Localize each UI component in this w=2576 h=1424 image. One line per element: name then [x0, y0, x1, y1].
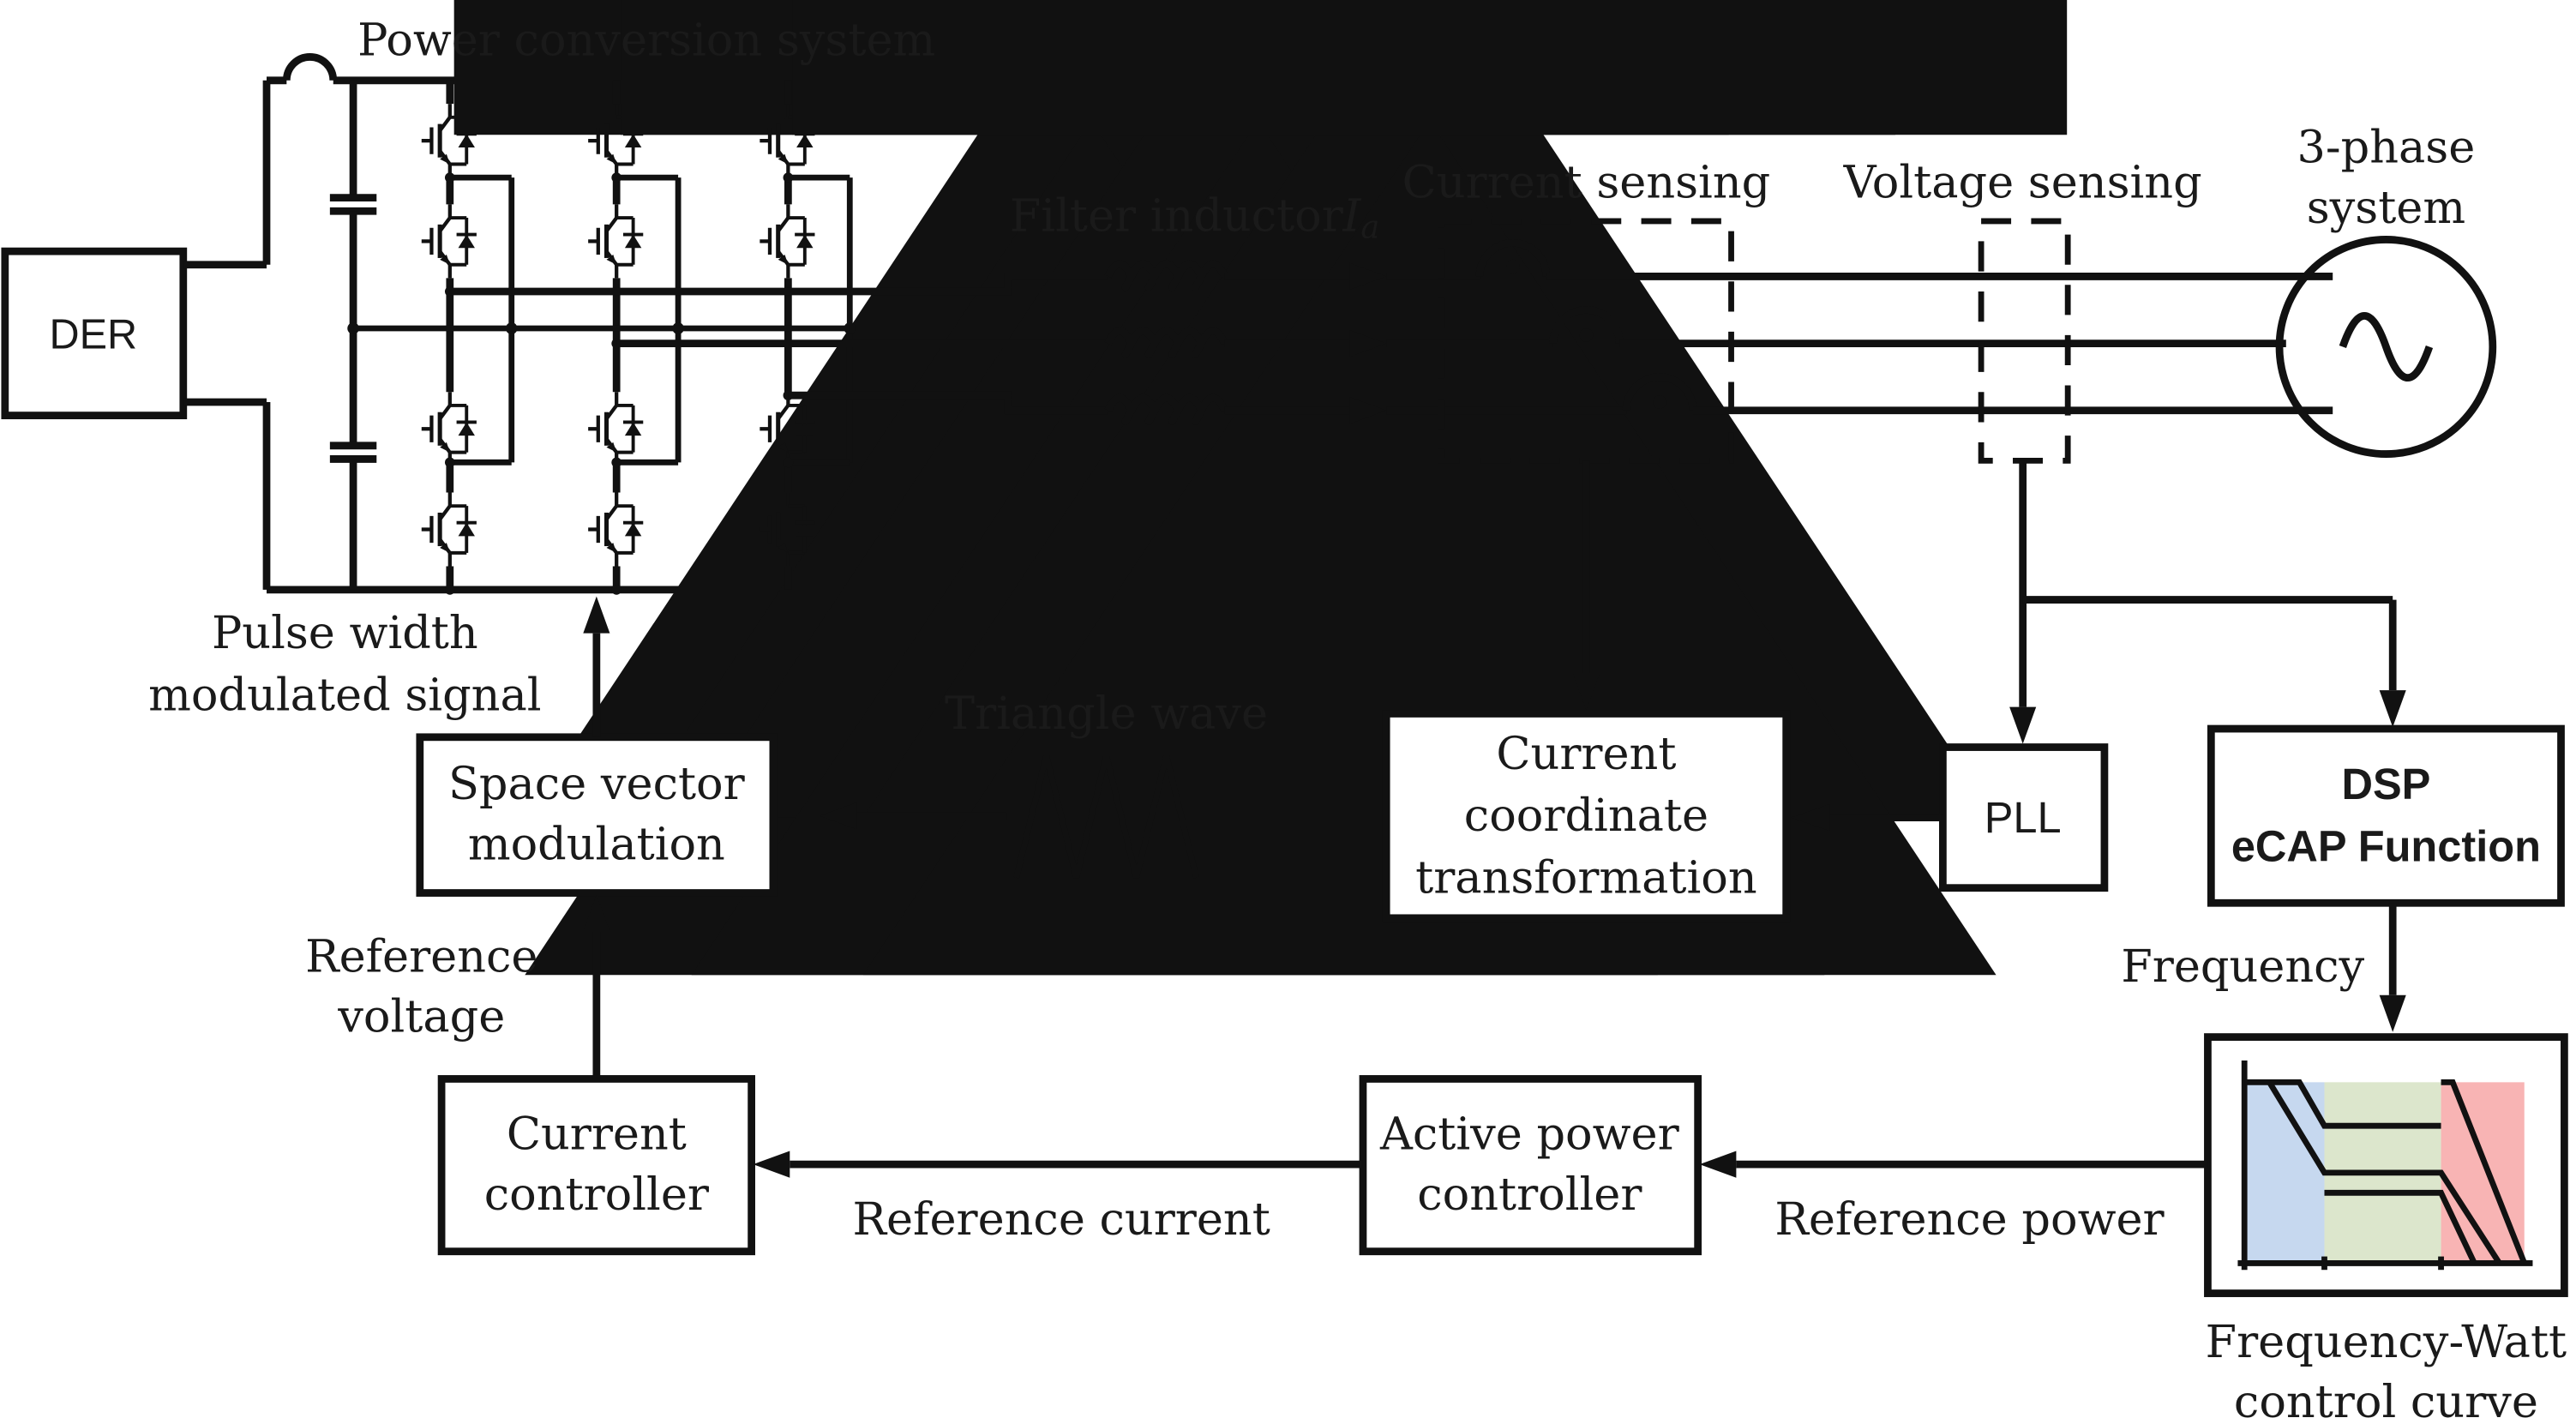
filter-inductor-label: Filter inductor: [1010, 190, 1344, 243]
frequency-watt-label: Frequency-Watt: [2206, 1316, 2567, 1368]
three-phase-label-2: system: [2307, 182, 2465, 234]
ac-source-icon: [2275, 236, 2497, 458]
svg-text:DSP: DSP: [2341, 760, 2430, 808]
inductor-coil-icon: [1104, 260, 1228, 425]
der-label: DER: [50, 311, 138, 358]
filter-inductors: [1104, 260, 1387, 425]
igbt-switch-icon: [588, 392, 643, 466]
svg-text:PLL: PLL: [1985, 793, 2062, 842]
reference-current-label: Reference current: [852, 1193, 1270, 1246]
space-vector-modulation-block: Space vector modulation: [416, 733, 778, 897]
fuse-icon: [282, 53, 338, 81]
svg-text:controller: controller: [484, 1169, 710, 1221]
frequency-watt-label-2: control curve: [2234, 1376, 2538, 1424]
igbt-switch-icon: [760, 204, 814, 278]
current-transformer-icon: [1549, 306, 1624, 344]
svg-text:Active power: Active power: [1379, 1108, 1680, 1160]
reference-voltage-label: Reference: [305, 930, 537, 982]
frequency-watt-curve-block: [2204, 1033, 2568, 1297]
svg-text:Space vector: Space vector: [448, 758, 746, 810]
svg-text:eCAP Function: eCAP Function: [2231, 821, 2541, 870]
svg-text:transformation: transformation: [1415, 851, 1757, 904]
igbt-switch-icon: [422, 493, 477, 567]
igbt-switch-icon: [422, 204, 477, 278]
der-block: DER: [1, 247, 267, 420]
svg-text:coordinate: coordinate: [1464, 790, 1708, 842]
power-conversion-system: [262, 0, 2067, 975]
igbt-switch-icon: [588, 204, 643, 278]
current-symbol: Ia: [1342, 190, 1380, 246]
voltage-sensing-label: Voltage sensing: [1843, 156, 2202, 208]
active-power-controller-block: Active power controller: [1359, 1075, 1702, 1256]
current-controller-block: Current controller: [437, 1075, 755, 1256]
svg-text:controller: controller: [1417, 1169, 1642, 1221]
svg-text:modulation: modulation: [468, 818, 725, 870]
pwm-label: Pulse width: [212, 607, 478, 659]
power-conversion-system-label: Power conversion system: [357, 14, 935, 66]
triangle-wave-label: Triangle wave: [945, 688, 1268, 740]
three-phase-label: 3-phase: [2297, 121, 2476, 173]
reference-power-label: Reference power: [1774, 1193, 2165, 1246]
current-coordinate-transformation-block: Current coordinate transformation: [1382, 710, 1791, 922]
svg-text:Current: Current: [1496, 728, 1676, 780]
current-transformer-icon: [1622, 373, 1697, 411]
igbt-switch-icon: [588, 493, 643, 567]
inverter-leg-c: [760, 0, 2067, 975]
pll-block: PLL: [1939, 743, 2109, 892]
current-sensing-label: Current sensing: [1402, 156, 1771, 208]
current-transformer-icon: [1475, 238, 1551, 277]
three-phase-system: 3-phase system: [2275, 121, 2497, 458]
capacitor-icon: [329, 80, 377, 590]
svg-text:Current: Current: [507, 1108, 687, 1160]
reference-voltage-label-2: voltage: [337, 991, 505, 1043]
frequency-label: Frequency: [2121, 940, 2364, 993]
dsp-ecap-block: DSP eCAP Function: [2207, 724, 2565, 907]
pwm-label-2: modulated signal: [148, 669, 541, 721]
igbt-switch-icon: [422, 392, 477, 466]
triangle-wave-icon: [1013, 754, 1199, 879]
